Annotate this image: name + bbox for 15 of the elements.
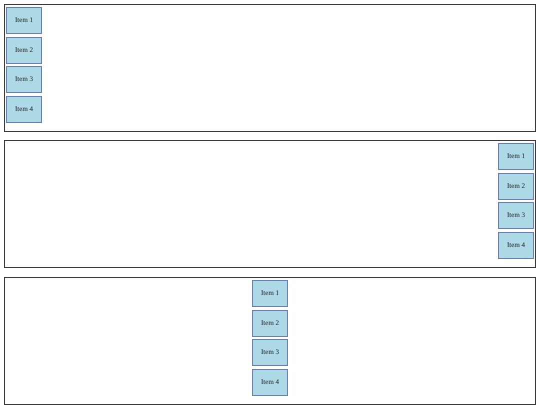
container-panel bbox=[4, 277, 536, 405]
item-tile bbox=[252, 280, 288, 307]
item-tile bbox=[6, 7, 42, 34]
item-tile bbox=[6, 66, 42, 94]
item-tile bbox=[498, 143, 534, 170]
item-tile bbox=[252, 339, 288, 366]
item-tile bbox=[498, 232, 534, 259]
item-tile bbox=[6, 36, 42, 64]
container-panel bbox=[4, 4, 536, 132]
item-tile bbox=[252, 368, 288, 396]
container-panel bbox=[4, 140, 536, 268]
item-tile bbox=[498, 172, 534, 200]
item-tile bbox=[498, 202, 534, 230]
item-tile bbox=[6, 96, 42, 123]
item-tile bbox=[252, 310, 288, 337]
